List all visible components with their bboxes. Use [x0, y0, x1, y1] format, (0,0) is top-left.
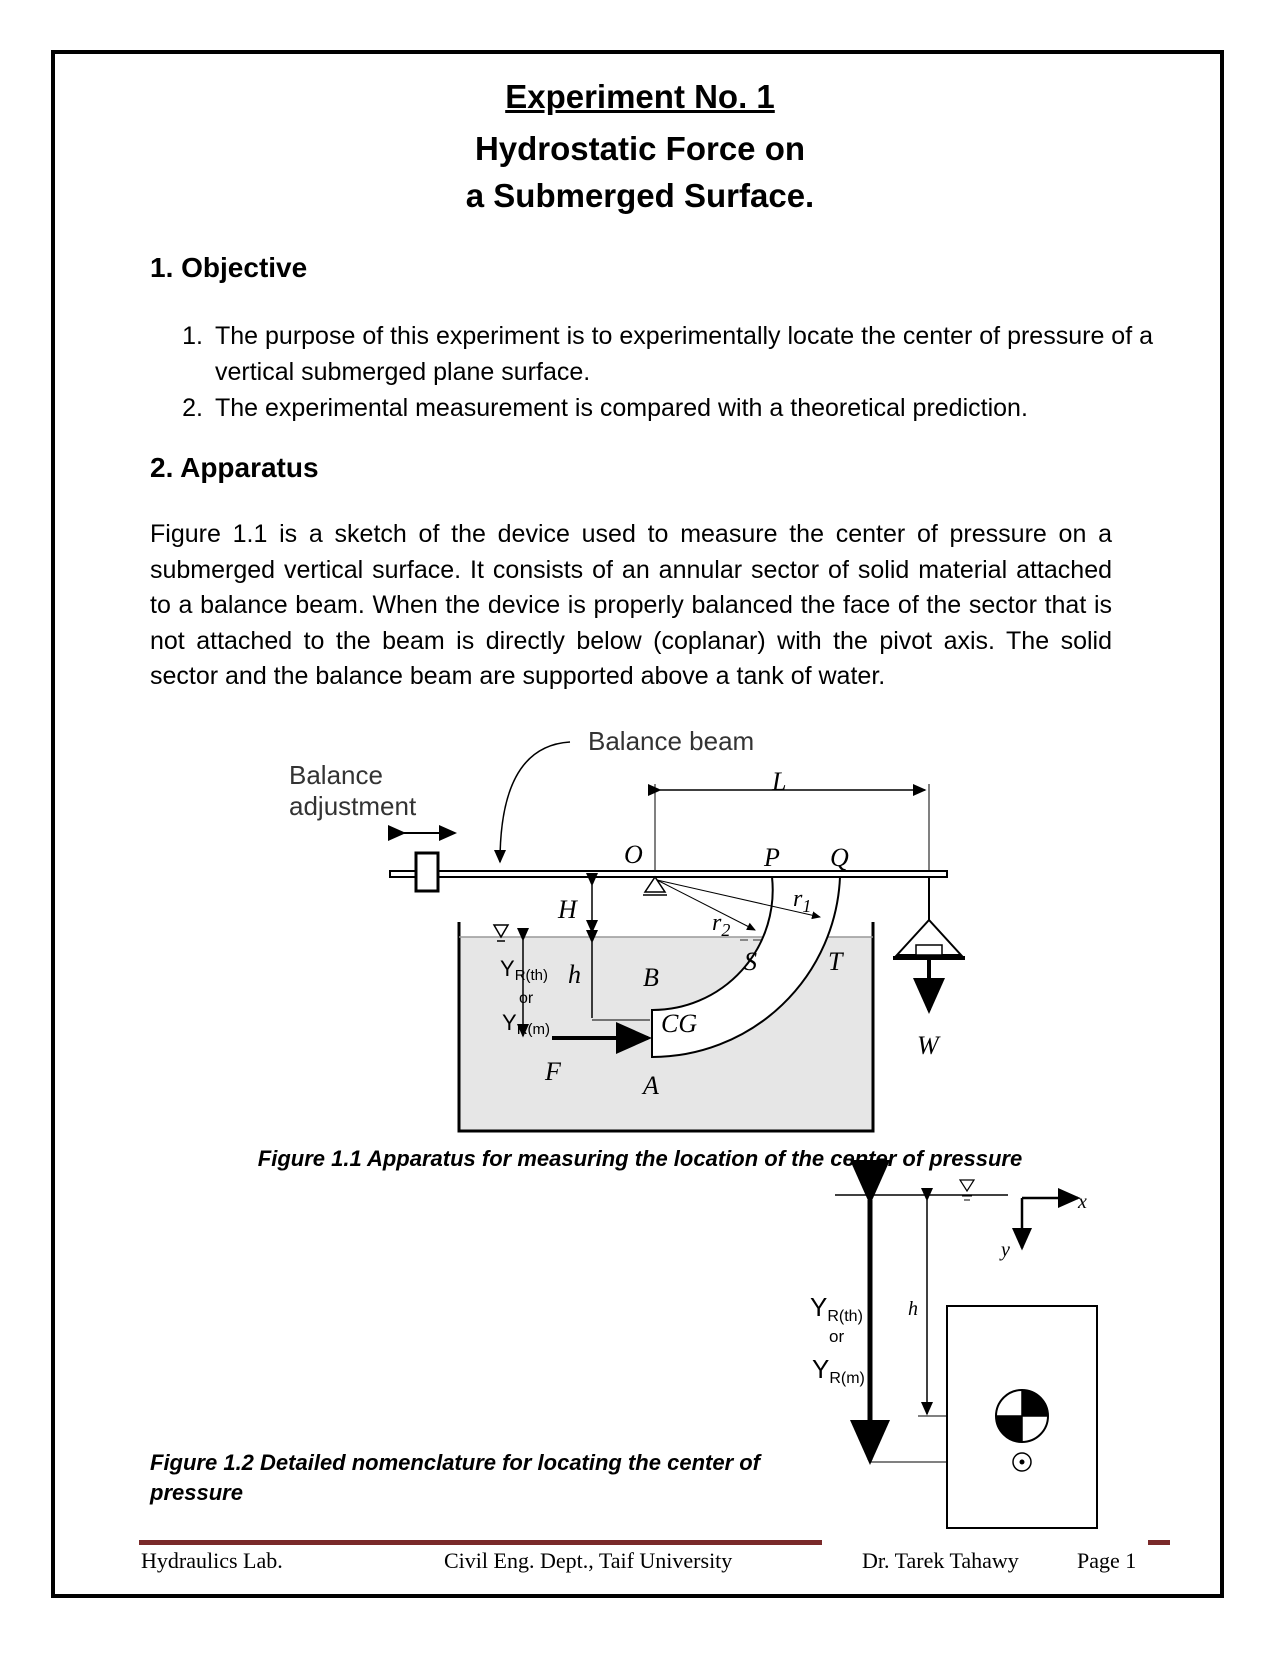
label-x: x — [1077, 1191, 1087, 1213]
footer-department: Civil Eng. Dept., Taif University — [444, 1548, 733, 1573]
balance-beam — [389, 870, 948, 878]
label-Q: Q — [830, 843, 849, 872]
list-item: 1.The purpose of this experiment is to e… — [182, 322, 1153, 386]
label-y: y — [999, 1239, 1010, 1261]
objective-heading: 1. Objective — [150, 252, 308, 283]
water-level-icon — [492, 924, 510, 939]
label-F: F — [544, 1057, 562, 1086]
pivot-icon — [643, 875, 667, 893]
label-B: B — [643, 963, 659, 992]
label-r2: r2 — [712, 910, 730, 940]
footer-lab-name: Hydraulics Lab. — [141, 1548, 283, 1573]
footer-author: Dr. Tarek Tahawy — [862, 1548, 1019, 1573]
label-balance: Balance — [289, 760, 383, 790]
apparatus-paragraph: Figure 1.1 is a sketch of the device use… — [150, 520, 1112, 690]
label-yr-th: YR(th) — [500, 956, 548, 984]
label-h: h — [568, 960, 581, 989]
label-T: T — [828, 947, 844, 976]
apparatus-heading: 2. Apparatus — [150, 452, 319, 483]
footer-rule-left — [139, 1540, 822, 1545]
label-adjustment: adjustment — [289, 791, 417, 821]
footer-rule-right — [1148, 1540, 1170, 1545]
label-S: S — [744, 947, 757, 976]
label-W: W — [917, 1031, 941, 1060]
figure-1-2-caption-line-1: Figure 1.2 Detailed nomenclature for loc… — [150, 1450, 761, 1475]
label-or-2: or — [829, 1327, 844, 1346]
label-A: A — [641, 1071, 659, 1100]
title-line-1: Hydrostatic Force on — [474, 130, 806, 167]
label-CG: CG — [661, 1009, 697, 1038]
label-balance-beam: Balance beam — [588, 726, 754, 756]
label-L: L — [771, 767, 786, 796]
figure-1-2-nomenclature: x y h YR(th) or YR(m) — [810, 1160, 1098, 1529]
label-yr-m: YR(m) — [502, 1010, 550, 1038]
objective-list: 1.The purpose of this experiment is to e… — [173, 318, 1155, 426]
label-r1: r1 — [793, 886, 811, 916]
label-O: O — [624, 840, 643, 869]
page-border — [51, 50, 1224, 1598]
list-item: 2.The experimental measurement is compar… — [182, 394, 1028, 422]
experiment-number: Experiment No. 1 — [505, 78, 775, 115]
water-level-icon — [958, 1179, 976, 1193]
label-or: or — [519, 990, 534, 1007]
label-yr-m-2: YR(m) — [812, 1354, 865, 1387]
figure-1-1-caption: Figure 1.1 Apparatus for measuring the l… — [257, 1146, 1023, 1171]
footer-page-number: Page 1 — [1077, 1548, 1137, 1573]
annular-sector — [651, 876, 842, 1059]
water-tank — [457, 922, 875, 1133]
label-H: H — [557, 895, 578, 924]
label-h2: h — [908, 1298, 918, 1320]
figure-1-2-caption-line-2: pressure — [150, 1480, 243, 1505]
label-P: P — [763, 843, 780, 872]
title-line-2: a Submerged Surface. — [465, 177, 815, 214]
balance-weight — [414, 851, 440, 893]
label-yr-th-2: YR(th) — [810, 1292, 863, 1325]
